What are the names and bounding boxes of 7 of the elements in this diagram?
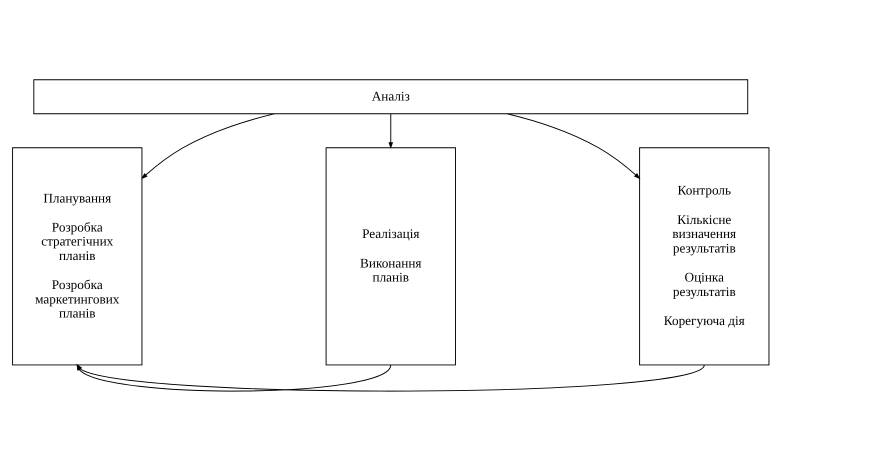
node-box: Планування Розробка стратегічних планів Розробка маркетингових планів: [12, 147, 142, 366]
arrow: [388, 114, 394, 149]
arrow: [506, 113, 640, 180]
arrow: [141, 113, 275, 180]
node-box: Контроль Кількісне визначення результатів Оцінка результатів Корегуюча дія: [639, 147, 770, 366]
node-box: Реалізація Виконання планів: [326, 147, 456, 366]
node-box: Аналіз: [33, 79, 748, 114]
